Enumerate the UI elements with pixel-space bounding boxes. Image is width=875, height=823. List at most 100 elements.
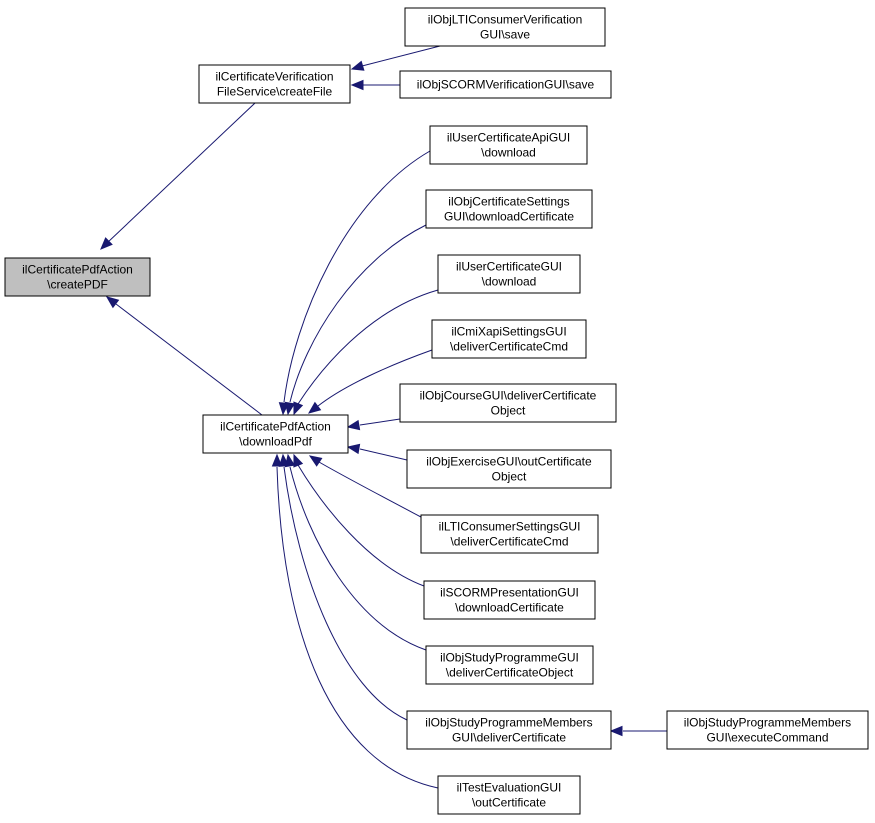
node-label-line: \deliverCertificateCmd xyxy=(450,340,568,354)
node-label-line: \download xyxy=(482,275,537,289)
node-label-line: GUI\save xyxy=(480,28,530,42)
node-study-prog-members-deliver[interactable]: ilObjStudyProgrammeMembersGUI\deliverCer… xyxy=(406,710,612,750)
node-label-line: ilCertificatePdfAction xyxy=(220,420,331,434)
edge-course-deliver-to-download-pdf xyxy=(346,418,401,431)
edge-arrowhead-icon xyxy=(100,237,113,250)
node-label-line: \download xyxy=(481,146,536,160)
node-label-line: \downloadCertificate xyxy=(455,601,564,615)
edge-create-file-to-create-pdf xyxy=(100,102,256,250)
node-label-line: ilLTIConsumerSettingsGUI xyxy=(439,520,581,534)
edge-line xyxy=(106,102,256,244)
node-box xyxy=(425,645,594,685)
node-label-line: ilTestEvaluationGUI xyxy=(457,781,562,795)
node-box xyxy=(406,710,612,750)
node-box xyxy=(431,319,587,359)
edge-study-prog-members-execute-to-study-prog-members-deliver xyxy=(609,725,667,737)
node-label-line: Object xyxy=(491,404,526,418)
edge-obj-cert-settings-download-to-download-pdf xyxy=(284,224,427,416)
node-label-line: ilCertificatePdfAction xyxy=(22,263,133,277)
edge-line xyxy=(359,418,401,426)
edge-lti-settings-deliver-to-download-pdf xyxy=(308,455,422,518)
node-label-line: ilCertificateVerification xyxy=(215,70,333,84)
node-create-file[interactable]: ilCertificateVerificationFileService\cre… xyxy=(198,64,351,104)
edge-user-cert-gui-download-to-download-pdf xyxy=(293,289,439,416)
edge-user-cert-api-download-to-download-pdf xyxy=(278,150,431,416)
node-label-line: GUI\deliverCertificate xyxy=(452,731,566,745)
node-label-line: GUI\downloadCertificate xyxy=(444,210,574,224)
node-download-pdf[interactable]: ilCertificatePdfAction\downloadPdf xyxy=(202,414,349,454)
node-box xyxy=(198,64,351,104)
node-label-line: ilObjCourseGUI\deliverCertificate xyxy=(420,389,597,403)
edge-scorm-verif-save-to-create-file xyxy=(350,79,400,91)
edge-arrowhead-icon xyxy=(308,455,323,467)
node-box xyxy=(666,710,869,750)
edge-line xyxy=(115,303,263,416)
edge-arrowhead-icon xyxy=(346,443,361,455)
node-user-cert-gui-download[interactable]: ilUserCertificateGUI\download xyxy=(437,254,581,294)
edge-line xyxy=(283,466,408,721)
node-label-line: ilCmiXapiSettingsGUI xyxy=(451,325,566,339)
node-box xyxy=(425,189,593,229)
node-label-line: ilObjCertificateSettings xyxy=(448,195,569,209)
edge-download-pdf-to-create-pdf xyxy=(105,296,263,416)
edge-cmi-xapi-deliver-to-download-pdf xyxy=(307,349,433,414)
node-label-line: \deliverCertificateObject xyxy=(446,666,574,680)
edge-lti-verif-save-to-create-file xyxy=(350,45,441,71)
node-label-line: FileService\createFile xyxy=(217,85,333,99)
edge-arrowhead-icon xyxy=(271,453,283,467)
node-label-line: ilObjStudyProgrammeMembers xyxy=(425,716,592,730)
node-label-line: ilUserCertificateGUI xyxy=(456,260,562,274)
node-box xyxy=(437,775,581,815)
node-label-line: ilSCORMPresentationGUI xyxy=(440,586,579,600)
edge-arrowhead-icon xyxy=(350,60,365,71)
node-scorm-verif-save[interactable]: ilObjSCORMVerificationGUI\save xyxy=(399,70,612,99)
edge-arrowhead-icon xyxy=(307,401,322,414)
edge-arrowhead-icon xyxy=(350,79,364,91)
node-label-line: ilObjStudyProgrammeGUI xyxy=(440,651,579,665)
node-box xyxy=(399,70,612,99)
edge-line xyxy=(297,289,439,405)
node-user-cert-api-download[interactable]: ilUserCertificateApiGUI\download xyxy=(429,125,588,165)
edge-line xyxy=(318,461,422,518)
node-box xyxy=(423,580,596,620)
edge-arrowhead-icon xyxy=(609,725,623,737)
edge-scorm-pres-download-to-download-pdf xyxy=(293,453,425,587)
node-study-prog-deliver[interactable]: ilObjStudyProgrammeGUI\deliverCertificat… xyxy=(425,645,594,685)
edge-line xyxy=(297,464,425,587)
edge-study-prog-members-deliver-to-download-pdf xyxy=(278,453,408,721)
edge-arrowhead-icon xyxy=(346,419,361,431)
node-obj-cert-settings-download[interactable]: ilObjCertificateSettingsGUI\downloadCert… xyxy=(425,189,593,229)
node-label-line: ilObjExerciseGUI\outCertificate xyxy=(426,455,592,469)
edge-line xyxy=(289,224,427,403)
node-cmi-xapi-deliver[interactable]: ilCmiXapiSettingsGUI\deliverCertificateC… xyxy=(431,319,587,359)
node-box xyxy=(429,125,588,165)
node-box xyxy=(202,414,349,454)
node-test-eval-out[interactable]: ilTestEvaluationGUI\outCertificate xyxy=(437,775,581,815)
edge-line xyxy=(317,349,433,407)
node-study-prog-members-execute[interactable]: ilObjStudyProgrammeMembersGUI\executeCom… xyxy=(666,710,869,750)
edge-line xyxy=(276,466,439,789)
node-label-line: ilUserCertificateApiGUI xyxy=(447,131,570,145)
node-label-line: ilObjStudyProgrammeMembers xyxy=(684,716,851,730)
node-course-deliver[interactable]: ilObjCourseGUI\deliverCertificateObject xyxy=(399,383,617,423)
edge-line xyxy=(289,466,427,651)
node-lti-settings-deliver[interactable]: ilLTIConsumerSettingsGUI\deliverCertific… xyxy=(420,514,599,554)
node-label-line: \deliverCertificateCmd xyxy=(450,535,568,549)
node-scorm-pres-download[interactable]: ilSCORMPresentationGUI\downloadCertifica… xyxy=(423,580,596,620)
edge-study-prog-deliver-to-download-pdf xyxy=(284,453,427,651)
node-label-line: ilObjSCORMVerificationGUI\save xyxy=(417,78,595,92)
nodes-layer: ilCertificatePdfAction\createPDFilCertif… xyxy=(4,7,869,815)
edge-arrowhead-icon xyxy=(105,296,120,309)
node-box xyxy=(406,449,612,489)
node-create-pdf[interactable]: ilCertificatePdfAction\createPDF xyxy=(4,257,151,297)
node-box xyxy=(4,257,151,297)
edge-line xyxy=(361,45,441,67)
node-box xyxy=(399,383,617,423)
edge-line xyxy=(283,150,431,403)
node-label-line: GUI\executeCommand xyxy=(706,731,828,745)
node-label-line: \downloadPdf xyxy=(239,435,312,449)
node-box xyxy=(404,7,606,47)
